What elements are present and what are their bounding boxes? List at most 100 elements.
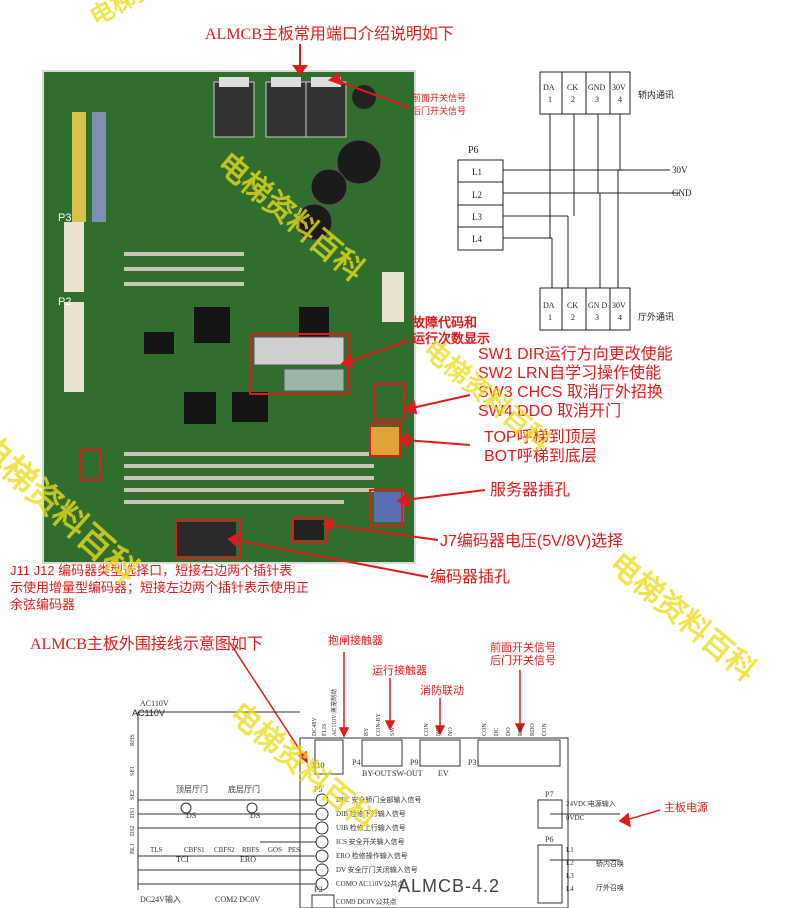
bottom-hall-door-label: 底层厅门 xyxy=(228,784,260,794)
pcb-p3-label: P3 xyxy=(58,212,72,224)
p10-label: P10 xyxy=(312,761,324,770)
top-box-da-pin: 1 xyxy=(548,95,552,104)
p4-pin-3: SW xyxy=(390,727,396,736)
left-pin-se1: SE1 xyxy=(130,766,136,776)
bot-box-30v: 30V xyxy=(612,301,626,310)
p2-label: P2 xyxy=(314,885,322,894)
left-pin-se2: SE2 xyxy=(130,790,136,800)
p3-pin-2: DC xyxy=(494,728,500,736)
bottom-row-cbfs1: CBFS1 xyxy=(184,846,205,854)
hall-call-label: 厅外召唤 xyxy=(596,883,624,892)
p3-pin-5: RDO xyxy=(530,723,536,736)
p5-row-6: DV 安全厅门关闭输入信号 xyxy=(336,865,418,874)
ds-label-2: DS xyxy=(250,811,260,820)
p5-row-1: DFC 安全轿门全部输入信号 xyxy=(336,795,421,804)
hall-comm-label: 厅外通讯 xyxy=(638,311,674,322)
bottom-row-cbfs2: CBFS2 xyxy=(214,846,235,854)
p6-label: P6 xyxy=(468,145,479,156)
j11-note-line1: J11 J12 编码器类型选择口，短接右边两个插针表 xyxy=(10,563,293,578)
bot-box-da: DA xyxy=(543,301,555,310)
annotation-arrows xyxy=(227,44,486,578)
brake-top-label: AC110V/蒸笼制动 xyxy=(330,689,338,736)
p5-row-2: DIB 检修下行输入信号 xyxy=(336,809,406,818)
p6-row-l4: L4 xyxy=(566,885,574,893)
sw2-label: SW2 LRN自学习操作使能 xyxy=(478,365,662,382)
com2-label: COM2 DC0V xyxy=(215,895,260,904)
p4-pin-1: BY xyxy=(364,727,370,736)
front-door-label-bottom: 前面开关信号 xyxy=(490,642,556,654)
p5-label: P5 xyxy=(314,785,322,794)
sw4-label: SW4 DDO 取消开门 xyxy=(478,403,622,420)
encoder-socket-label: 编码器插孔 xyxy=(430,569,511,586)
fault-code-label: 故障代码和 xyxy=(412,315,478,330)
j11-j12-note: J11 J12 编码器类型选择口，短接右边两个插针表 示使用增量型编码器；短接左… xyxy=(10,562,309,613)
p6-bottom-label: P6 xyxy=(545,835,553,844)
car-comm-label: 轿内通讯 xyxy=(638,89,674,100)
v30-label: 30V xyxy=(672,165,688,175)
p4-label: P4 xyxy=(352,758,360,767)
left-pin-rhs: RHS xyxy=(130,734,136,746)
left-pin-ds1: DS1 xyxy=(130,807,136,818)
run-contactor-label: 运行接触器 xyxy=(372,665,427,677)
gnd-label: GND xyxy=(672,188,692,198)
bottom-title: ALMCB主板外围接线示意图如下 xyxy=(30,636,263,653)
tci-label: TCI xyxy=(176,855,189,864)
p5-row-5: ERO 检修操作输入信号 xyxy=(336,851,408,860)
top-call-label: TOP呼梯到顶层 xyxy=(484,429,597,446)
pcb-p2-label: P2 xyxy=(58,296,72,308)
p3-pin-3: DO xyxy=(506,727,512,736)
rear-door-signal-top: 后门开关信号 xyxy=(412,106,467,116)
j11-note-line3: 余弦编码器 xyxy=(10,597,76,612)
bot-box-30v-pin: 4 xyxy=(618,313,622,322)
p5-row-3: UIB 检修上行输入信号 xyxy=(336,823,406,832)
p6-row-l2: L2 xyxy=(566,859,574,867)
left-pin-bl1: BL1 xyxy=(130,843,136,854)
j7-label: J7编码器电压(5V/8V)选择 xyxy=(440,533,624,550)
top-box-ck-pin: 2 xyxy=(571,95,575,104)
car-call-label: 轿内召唤 xyxy=(596,859,624,868)
rear-door-label-bottom: 后门开关信号 xyxy=(490,655,556,667)
bot-call-label: BOT呼梯到底层 xyxy=(484,448,597,465)
bot-box-ck: CK xyxy=(567,301,578,310)
p3-pin-4: RDC xyxy=(518,724,524,736)
top-box-gnd-pin: 3 xyxy=(595,95,599,104)
top-box-30v-pin: 4 xyxy=(618,95,622,104)
p5-row-7: COMO AC110V公共点 xyxy=(336,879,404,888)
p6-row-l4: L4 xyxy=(472,234,482,244)
sw3-label: SW3 CHCS 取消厅外招换 xyxy=(478,384,663,401)
p9-label: P9 xyxy=(410,758,418,767)
p5-row-4: ICS 安全开关输入信号 xyxy=(336,837,405,846)
p10-pin-2: FLIS xyxy=(322,724,328,736)
brake-contactor-label: 抱闸接触器 xyxy=(328,635,383,647)
bottom-row-tls: TLS xyxy=(150,846,163,854)
p9-pin-2: NC xyxy=(436,728,442,736)
top-box-da: DA xyxy=(543,83,555,92)
top-box-gnd: GND xyxy=(588,83,606,92)
sw1-label: SW1 DIR运行方向更改使能 xyxy=(478,346,673,363)
ac110-label: AC110V xyxy=(140,699,169,708)
pcb-photo: P3 P2 xyxy=(42,70,416,564)
p6-row-l3: L3 xyxy=(566,872,574,880)
p6-row-l2: L2 xyxy=(472,190,482,200)
wiring-schematic: ALMCB-4.2 P10 P4 P9 P3 P5 P7 P6 P2 BY-OU… xyxy=(130,642,661,908)
left-pin-ds2: DS2 xyxy=(130,825,136,836)
ero-bottom-label: ERO xyxy=(240,855,256,864)
run-count-label: 运行次数显示 xyxy=(412,331,491,346)
p7-row-1: 24VDC电源输入 xyxy=(566,799,616,808)
ac110-left-label: AC110V xyxy=(132,708,165,718)
p6-row-l1: L1 xyxy=(472,167,482,177)
ds-label-1: DS xyxy=(186,811,196,820)
p10-pin-1: DC48V xyxy=(312,717,318,736)
server-socket-label: 服务器插孔 xyxy=(490,482,571,499)
p4-pin-2: CON-BY xyxy=(376,712,382,736)
bottom-row-gos: GOS xyxy=(268,846,282,854)
top-box-30v: 30V xyxy=(612,83,626,92)
by-out-label: BY-OUT xyxy=(362,769,391,778)
bot-box-ck-pin: 2 xyxy=(571,313,575,322)
board-power-label: 主板电源 xyxy=(664,802,708,814)
p3-connector-label: P3 xyxy=(468,758,476,767)
bot-box-gnd-pin: 3 xyxy=(595,313,599,322)
sw-out-label: SW-OUT xyxy=(392,769,423,778)
p6-row-l1: L1 xyxy=(566,846,574,854)
ev-label: EV xyxy=(438,769,449,778)
